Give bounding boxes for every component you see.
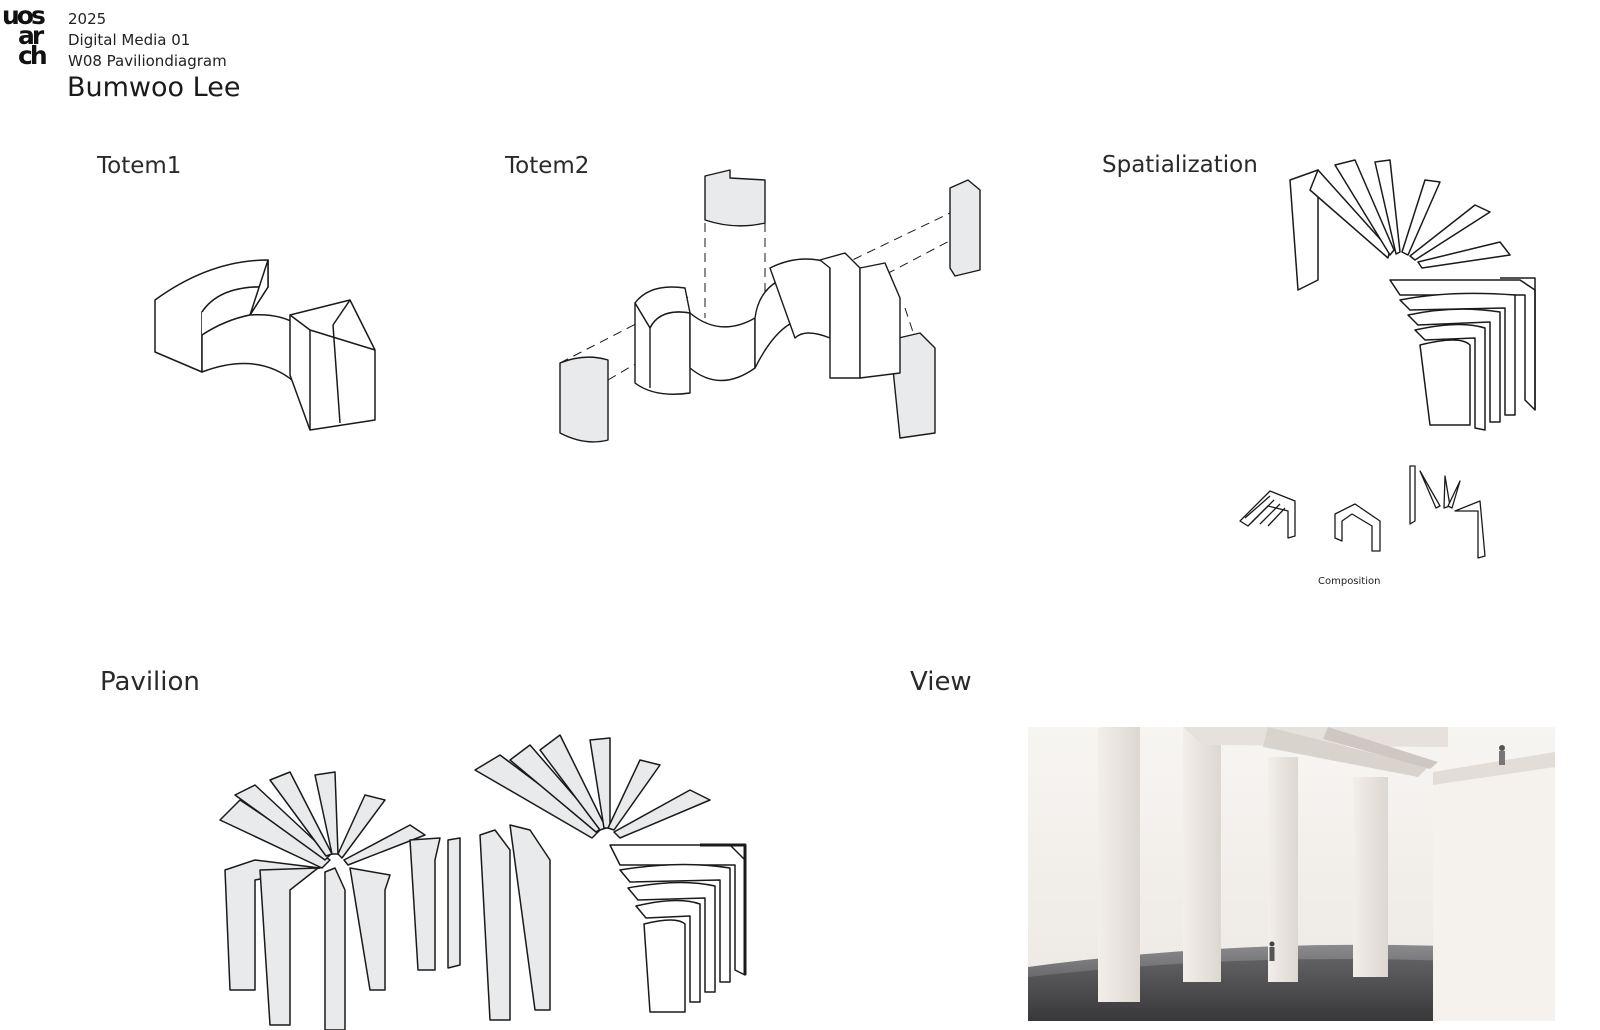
section-title-totem1: Totem1 (97, 153, 182, 179)
section-title-view: View (910, 667, 972, 697)
year-label: 2025 (68, 10, 107, 28)
view-render-image (1028, 727, 1555, 1021)
section-title-pavilion: Pavilion (100, 667, 200, 697)
logo-line-2: ar (18, 21, 44, 50)
author-name: Bumwoo Lee (67, 72, 241, 103)
composition-diagram (1239, 465, 1486, 559)
view-render-svg (1028, 727, 1555, 1021)
totem2-exploded-diagram (559, 169, 981, 443)
composition-caption: Composition (1318, 576, 1381, 587)
header-meta: 2025 Digital Media 01 W08 Paviliondiagra… (68, 9, 227, 72)
spatialization-diagram (1289, 159, 1536, 431)
section-title-spatialization: Spatialization (1102, 152, 1258, 178)
pavilion-diagram (219, 734, 747, 1030)
uos-arch-logo: uos ar ch (2, 1, 62, 70)
assignment-label: W08 Paviliondiagram (68, 52, 227, 70)
totem1-diagram (154, 259, 376, 431)
section-title-totem2: Totem2 (505, 153, 590, 179)
course-label: Digital Media 01 (68, 31, 191, 49)
logo-line-1: uos (2, 1, 46, 30)
logo-line-3: ch (18, 41, 48, 70)
